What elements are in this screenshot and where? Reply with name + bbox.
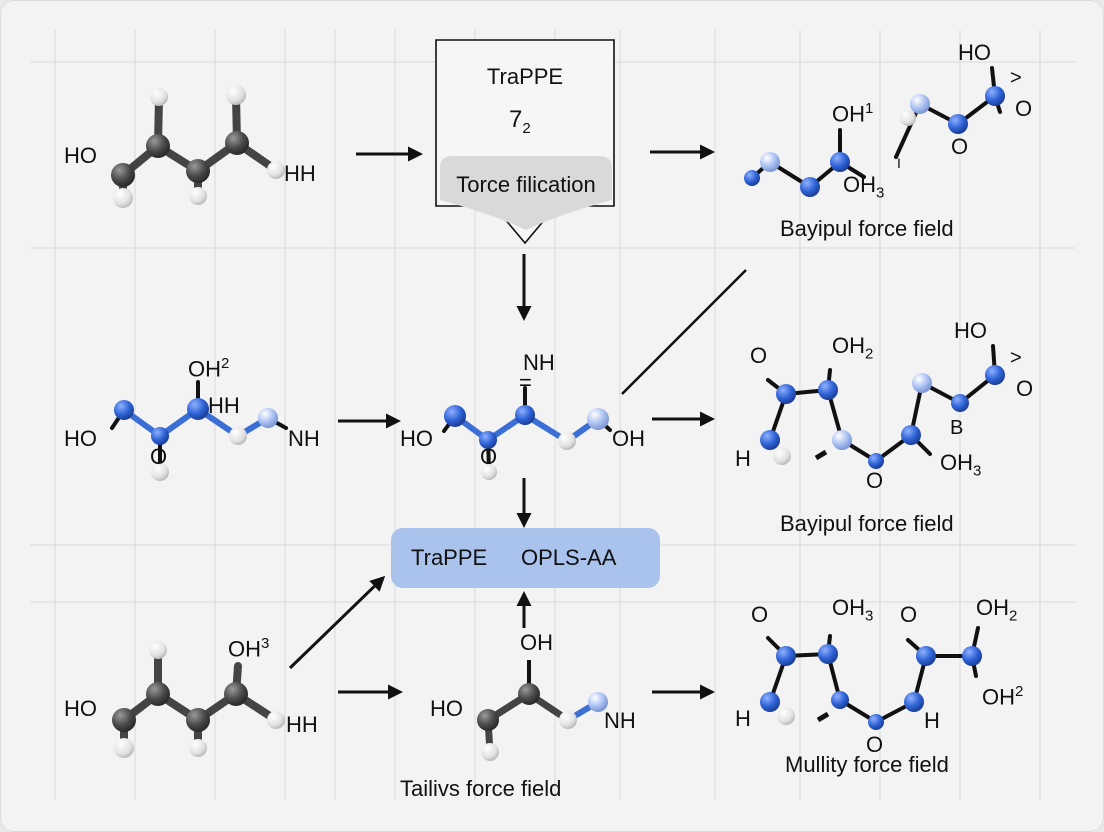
top-box-value-main: 7 bbox=[509, 106, 523, 133]
atom-label: > bbox=[1010, 67, 1022, 89]
result-force-box bbox=[391, 528, 660, 588]
atom-label: OH2 bbox=[188, 355, 230, 382]
atom-label: O bbox=[1016, 376, 1034, 401]
atom-label: NH bbox=[604, 708, 636, 733]
caption-middle-right: Bayipul force field bbox=[780, 511, 954, 536]
atom-label: OH3 bbox=[940, 450, 982, 480]
atom-label: HO bbox=[64, 143, 97, 168]
atom-label: O bbox=[866, 732, 884, 757]
molecule-r2-right bbox=[760, 344, 1005, 469]
molecule-r3-left bbox=[112, 641, 285, 758]
atom-label: > bbox=[1010, 347, 1022, 369]
atom-label: HH bbox=[284, 161, 316, 186]
atom-label: OH3 bbox=[843, 172, 885, 202]
atom-label: HO bbox=[430, 696, 463, 721]
atom-label: O bbox=[866, 468, 884, 493]
atom-label: HH bbox=[286, 712, 318, 737]
top-box-value: 72 bbox=[509, 108, 531, 136]
atom-label: OH1 bbox=[832, 100, 874, 127]
atom-label: OH3 bbox=[832, 595, 874, 625]
atom-label: OH2 bbox=[976, 595, 1018, 625]
diagonal-connector bbox=[621, 269, 747, 395]
atom-label: O bbox=[150, 444, 168, 469]
top-force-box bbox=[435, 39, 615, 245]
caption-bottom-center: Tailivs force field bbox=[400, 776, 562, 801]
atom-label: H bbox=[735, 706, 751, 731]
atom-label: = bbox=[519, 370, 532, 395]
atom-label: NH bbox=[523, 350, 555, 375]
molecule-r1-left bbox=[111, 85, 285, 208]
atom-label: OH bbox=[612, 426, 645, 451]
atom-label: H bbox=[924, 708, 940, 733]
molecule-r3-center bbox=[477, 660, 608, 761]
atom-label: B bbox=[950, 417, 964, 439]
atom-label: O bbox=[951, 134, 969, 159]
atom-label: O bbox=[900, 602, 918, 627]
molecule-r1-right bbox=[744, 66, 1005, 197]
caption-bottom-right: Mullity force field bbox=[785, 752, 949, 777]
top-box-title: TraPPE bbox=[486, 64, 564, 89]
atom-label: HO bbox=[64, 696, 97, 721]
caption-top-right: Bayipul force field bbox=[780, 216, 954, 241]
result-box-right: OPLS-AA bbox=[521, 545, 617, 570]
atom-label: O bbox=[1015, 96, 1033, 121]
flow-arrows bbox=[288, 144, 715, 700]
atom-label: OH2 bbox=[832, 333, 874, 363]
result-box-left: TraPPE bbox=[411, 545, 488, 570]
atom-label: HO bbox=[400, 426, 433, 451]
atom-label: OH bbox=[520, 630, 553, 655]
atom-label: O bbox=[480, 444, 498, 469]
atom-label: OH2 bbox=[982, 683, 1024, 710]
atom-label: I bbox=[897, 155, 901, 171]
top-box-value-sub: 2 bbox=[522, 119, 531, 137]
atom-label: HO bbox=[954, 318, 987, 343]
molecule-r3-right bbox=[760, 626, 982, 730]
atom-label: HH bbox=[208, 393, 240, 418]
atom-label: HO bbox=[958, 40, 991, 65]
molecule-r2-left bbox=[110, 380, 288, 481]
atom-label: O bbox=[751, 602, 769, 627]
atom-label: HO bbox=[64, 426, 97, 451]
atom-label: OH3 bbox=[228, 635, 270, 662]
atom-label: O bbox=[750, 343, 768, 368]
molecule-r2-center bbox=[442, 386, 612, 480]
top-box-caption: Torce filication bbox=[456, 172, 596, 197]
atom-label: H bbox=[735, 446, 751, 471]
atom-label: NH bbox=[288, 426, 320, 451]
